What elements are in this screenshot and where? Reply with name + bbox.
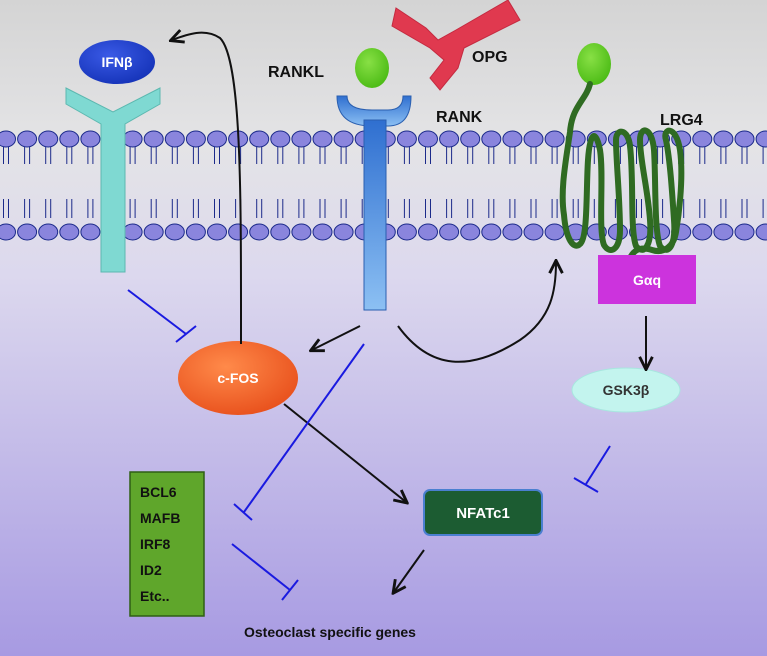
lrg4-receptor xyxy=(559,81,685,261)
repressor-item: ID2 xyxy=(140,562,162,578)
arrow-cfos-to-nfatc1 xyxy=(283,403,406,502)
osteoclast-genes-label: Osteoclast specific genes xyxy=(244,624,416,640)
inhibit-gsk3b-to-nfatc1 xyxy=(585,445,611,485)
repressor-box: BCL6 MAFB IRF8 ID2 Etc.. xyxy=(129,471,205,617)
gsk3b-node: GSK3β xyxy=(571,367,681,413)
inhibit-ifnb-to-cfos-bar xyxy=(175,325,197,343)
cfos-label: c-FOS xyxy=(217,370,258,386)
rankl-ligand xyxy=(355,48,389,88)
inhibit-rank-to-repressors-bar xyxy=(233,503,253,521)
rankl-label: RANKL xyxy=(268,64,324,81)
lrg4-ligand xyxy=(577,43,611,85)
rank-receptor xyxy=(336,95,412,311)
arrow-rank-to-cfos xyxy=(312,325,361,350)
rank-label: RANK xyxy=(436,109,483,126)
inhibit-ifnb-to-cfos xyxy=(127,289,187,335)
arrow-rank-to-lrg4 xyxy=(397,262,556,363)
lrg4-label: LRG4 xyxy=(660,112,703,129)
inhibition-lines xyxy=(127,289,611,601)
ifnb-label: IFNβ xyxy=(101,54,133,70)
repressor-item: BCL6 xyxy=(140,484,177,500)
inhibit-gsk3b-to-nfatc1-bar xyxy=(573,477,599,493)
inhibit-repressors-to-genes xyxy=(231,543,291,591)
activation-arrows xyxy=(172,33,646,592)
opg-decoy xyxy=(391,0,521,91)
gaq-label: Gαq xyxy=(633,272,661,288)
repressor-item: MAFB xyxy=(140,510,180,526)
cfos-node: c-FOS xyxy=(178,341,298,415)
inhibit-rank-to-repressors xyxy=(243,343,365,513)
ifnb-receptor xyxy=(65,87,161,273)
nfatc1-box: NFATc1 xyxy=(423,489,543,536)
ifnb-ligand: IFNβ xyxy=(79,40,155,84)
opg-label: OPG xyxy=(472,49,508,66)
gaq-box: Gαq xyxy=(598,255,696,304)
nfatc1-label: NFATc1 xyxy=(456,505,510,522)
repressor-item: Etc.. xyxy=(140,588,170,604)
arrow-nfatc1-to-genes xyxy=(394,549,425,592)
gsk3b-label: GSK3β xyxy=(603,382,650,398)
repressor-item: IRF8 xyxy=(140,536,171,552)
arrow-cfos-to-ifnb xyxy=(172,33,243,345)
inhibit-repressors-to-genes-bar xyxy=(281,579,299,601)
